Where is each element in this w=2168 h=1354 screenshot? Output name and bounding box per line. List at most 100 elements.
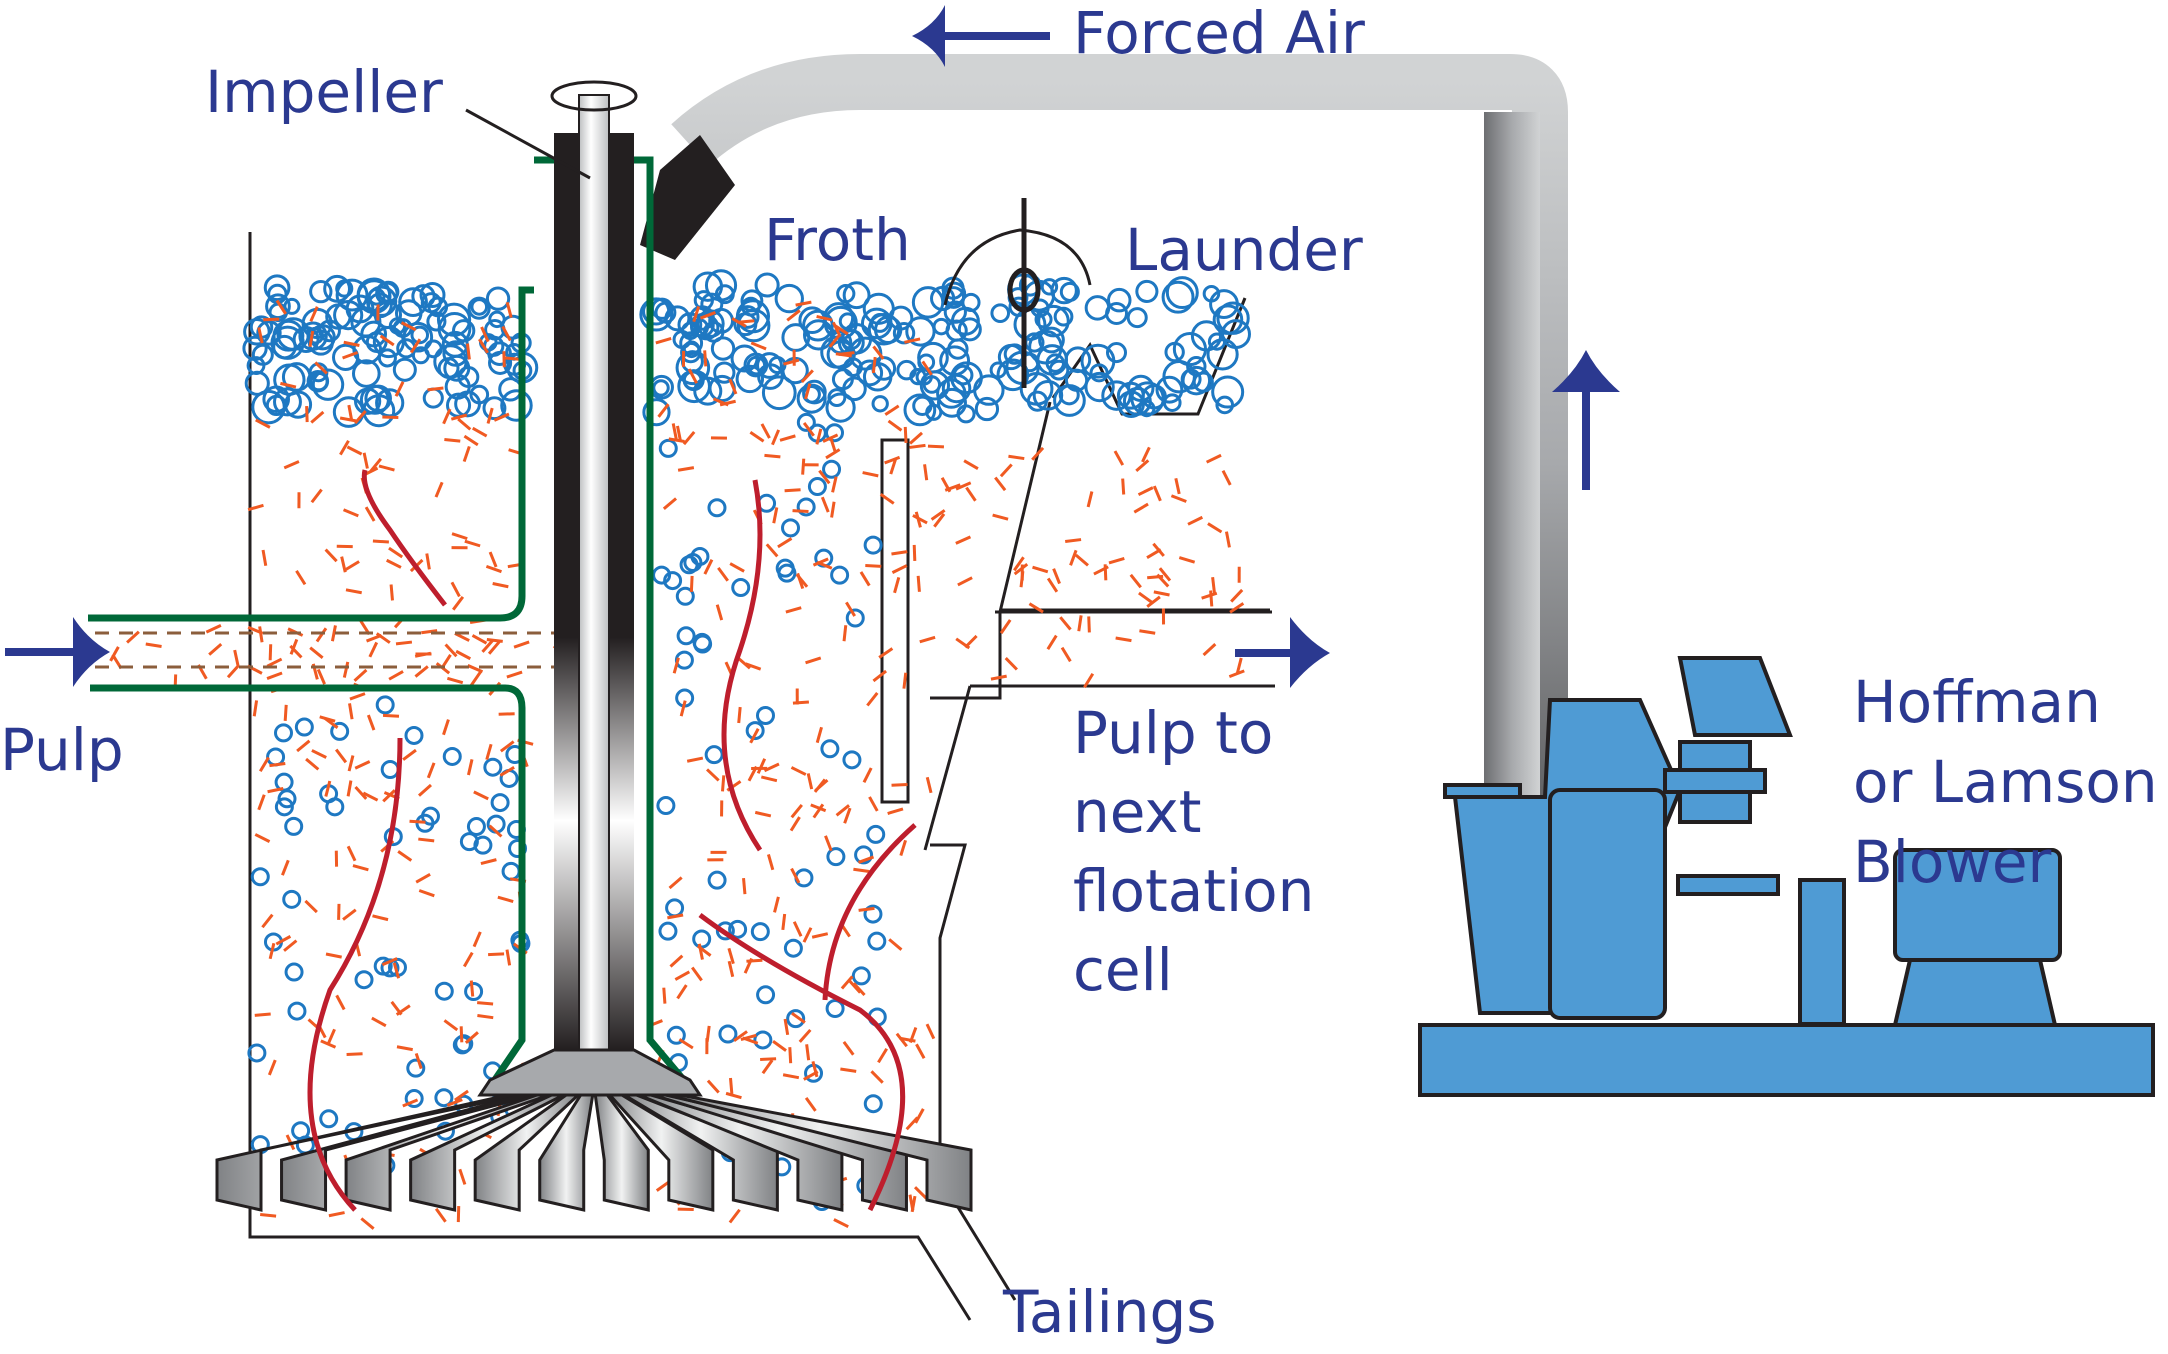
particle — [1174, 477, 1181, 495]
particle — [310, 410, 325, 424]
bubble — [434, 1088, 454, 1108]
bubble — [470, 298, 489, 316]
particle — [820, 496, 830, 513]
particle — [957, 576, 973, 587]
bubble — [825, 392, 856, 423]
particle — [1108, 556, 1125, 565]
particle — [657, 403, 670, 418]
particle — [1153, 590, 1170, 597]
particle — [754, 810, 772, 818]
bubble — [826, 847, 846, 867]
particle — [233, 649, 240, 666]
particle — [994, 476, 1007, 492]
pulp-in-arrow-icon — [5, 617, 110, 687]
particle — [727, 960, 735, 978]
particle — [831, 476, 838, 493]
particle — [1086, 491, 1094, 508]
particle — [792, 921, 803, 937]
particle — [905, 1116, 919, 1131]
bubble — [333, 300, 364, 331]
froth-bubbles — [242, 269, 1251, 1212]
particle — [909, 443, 926, 449]
bubble — [989, 361, 1007, 379]
bubble — [1180, 368, 1202, 390]
bubble — [256, 320, 282, 346]
particle — [746, 958, 763, 963]
particle — [109, 646, 120, 662]
bubble — [652, 379, 670, 397]
particle — [296, 739, 311, 753]
particle — [668, 437, 685, 443]
particle — [465, 343, 471, 360]
particle — [339, 416, 357, 423]
particle — [263, 317, 280, 322]
particle — [884, 404, 900, 416]
particle — [268, 644, 273, 661]
particle — [818, 469, 831, 485]
impeller-leader-line — [465, 108, 591, 180]
particle — [715, 604, 724, 621]
particle — [745, 662, 762, 671]
bubble — [335, 279, 354, 298]
particle — [790, 766, 807, 776]
particle — [792, 509, 809, 514]
particle — [1158, 567, 1172, 582]
particle — [464, 539, 481, 548]
bubble — [838, 312, 857, 331]
particle — [884, 455, 901, 465]
bubble — [1155, 375, 1184, 404]
particle — [772, 507, 779, 524]
particle — [305, 757, 320, 771]
particle — [729, 562, 745, 573]
bubble — [990, 303, 1011, 323]
bubble — [957, 317, 982, 342]
particle — [261, 913, 274, 929]
bubble — [796, 383, 827, 414]
bubble — [411, 284, 436, 309]
particle — [305, 406, 309, 423]
particle — [442, 408, 452, 425]
particle — [925, 776, 933, 794]
particle — [354, 760, 371, 770]
bubble — [718, 1024, 738, 1044]
particle — [325, 952, 342, 959]
launder-label: Launder — [1125, 216, 1363, 284]
particle — [750, 341, 767, 351]
particle — [346, 780, 353, 797]
particle — [462, 445, 471, 463]
particle — [872, 345, 885, 360]
bubble — [856, 359, 884, 387]
bubble — [1050, 276, 1078, 305]
particle — [912, 544, 917, 561]
bubble — [434, 981, 454, 1001]
particle — [761, 1059, 774, 1075]
bubble — [1059, 281, 1080, 302]
bubble — [775, 558, 795, 578]
particle — [269, 762, 286, 768]
bubble — [319, 1109, 339, 1129]
bubble — [277, 789, 297, 809]
bubble — [406, 1058, 426, 1078]
particle — [798, 1028, 812, 1043]
pulp-out-label-4: cell — [1073, 936, 1173, 1004]
particle — [706, 768, 720, 782]
bubble — [802, 379, 827, 405]
bubble — [265, 293, 291, 320]
bubble — [1026, 390, 1048, 412]
bubble — [831, 368, 854, 391]
bubble — [243, 318, 271, 346]
particle — [346, 445, 363, 456]
particle — [324, 548, 338, 563]
particle — [944, 483, 961, 492]
particle — [815, 428, 823, 445]
particle — [463, 434, 479, 447]
bubble — [1126, 307, 1148, 329]
particle — [426, 762, 436, 779]
particle — [691, 966, 703, 982]
particle — [258, 756, 270, 773]
particle — [825, 448, 841, 460]
bubble — [652, 565, 672, 585]
bubble — [753, 1030, 773, 1050]
particle — [382, 713, 400, 718]
bubble — [457, 366, 480, 388]
